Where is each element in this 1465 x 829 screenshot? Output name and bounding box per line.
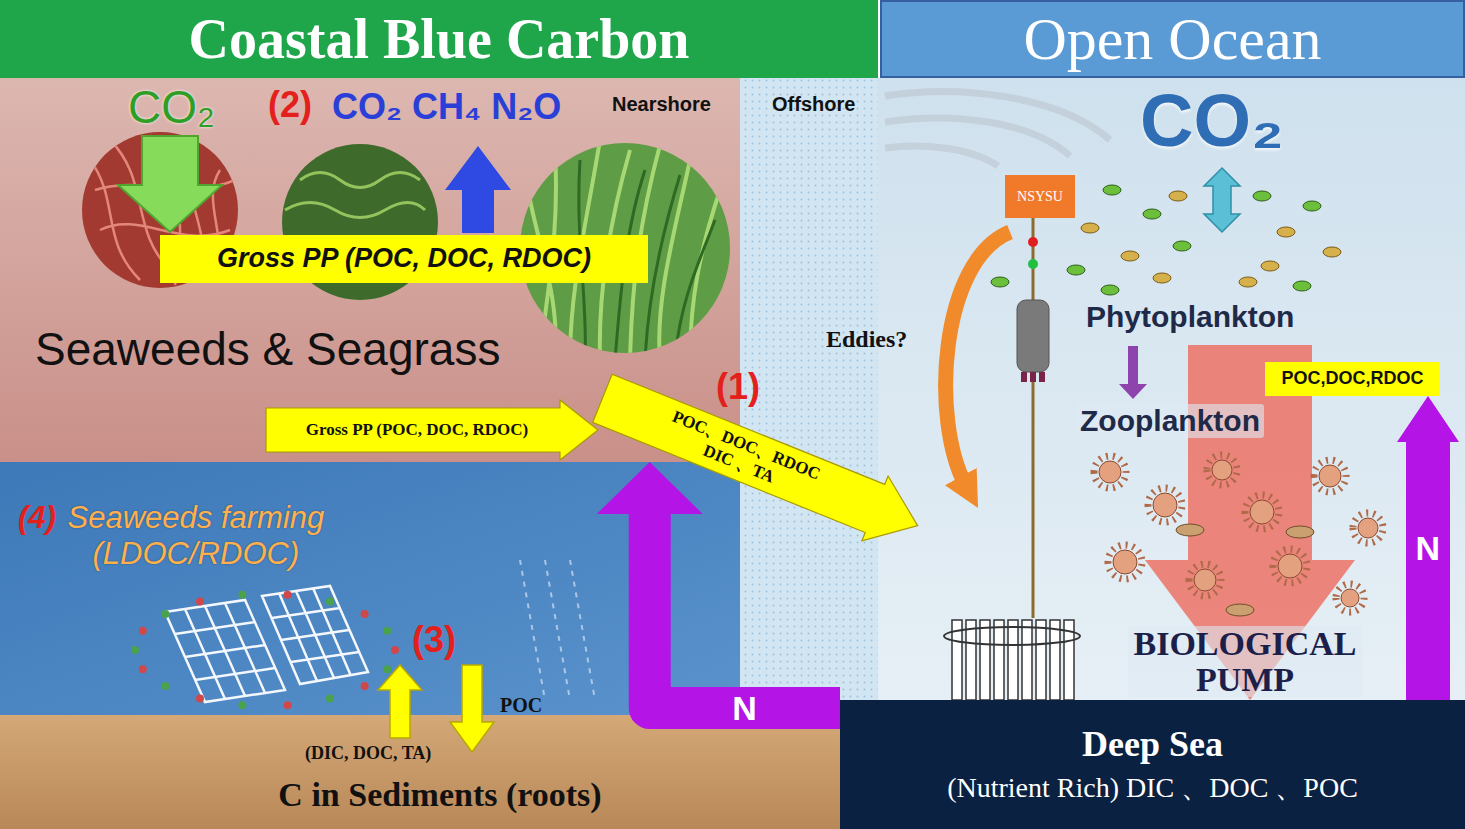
mooring-line xyxy=(1032,218,1035,618)
label-holder: BIOLOGICAL PUMP xyxy=(1128,626,1362,697)
header-band: Open Ocean xyxy=(880,0,1465,78)
arrow-head xyxy=(1397,396,1459,442)
flux-box: Gross PP (POC, DOC, RDOC) xyxy=(160,235,648,283)
process-label: Eddies? xyxy=(826,326,907,353)
process-label: BIOLOGICAL PUMP xyxy=(1128,626,1362,697)
label-holder: Offshore xyxy=(772,93,855,116)
deep-sea-box: Deep Sea (Nutrient Rich) DIC 、DOC 、POC xyxy=(840,700,1465,829)
flux-arrow-up xyxy=(378,665,422,738)
header-title: Open Ocean xyxy=(1023,9,1321,69)
label-holder: (3) xyxy=(412,619,456,661)
label-holder: Eddies? xyxy=(826,326,907,353)
gas-label: CO₂ xyxy=(1140,78,1284,163)
sediment-band: C in Sediments (roots) xyxy=(0,715,840,829)
flux-box: POC,DOC,RDOC xyxy=(1265,362,1440,396)
flux-label: (DIC, DOC, TA) xyxy=(305,743,431,764)
eddy-arrow xyxy=(946,232,1010,486)
ocean-panel xyxy=(878,78,1465,700)
farming-region: (4) Seaweeds farming (LDOC/RDOC) xyxy=(0,462,740,715)
swirl xyxy=(885,92,1110,166)
exchange-arrow xyxy=(1204,168,1240,232)
organism-label: Zooplankton xyxy=(1076,404,1264,438)
label-holder: POC xyxy=(500,694,542,717)
arrow-shaft xyxy=(650,513,840,708)
edge-label: N xyxy=(728,690,761,727)
flux-arrow: Gross PP (POC, DOC, RDOC) xyxy=(266,400,598,460)
zone-label: Nearshore xyxy=(612,93,711,116)
zooplankton xyxy=(1099,460,1378,607)
buoy-body xyxy=(1017,300,1049,372)
flux-text: Gross PP (POC, DOC, RDOC) xyxy=(306,420,529,440)
callout-number: (4) xyxy=(18,500,56,536)
header-band: Coastal Blue Carbon xyxy=(0,0,878,78)
sediment-trap xyxy=(952,620,1074,700)
label-holder: CO₂ CH₄ N₂O xyxy=(332,86,561,128)
arrow-head xyxy=(597,462,703,514)
buoy-light xyxy=(1028,259,1038,269)
flux-text: Gross PP (POC, DOC, RDOC) xyxy=(217,244,591,274)
seaweed-raft xyxy=(165,600,285,702)
seaweed-raft xyxy=(262,586,368,684)
gas-label: CO₂ xyxy=(128,80,215,134)
label-holder: Zooplankton xyxy=(1076,404,1264,438)
box-body: (Nutrient Rich) DIC 、DOC 、POC xyxy=(947,771,1358,805)
buoy-light xyxy=(1028,237,1038,247)
buoy-feet xyxy=(1021,372,1045,382)
trap-ring xyxy=(944,627,1080,645)
header-title: Coastal Blue Carbon xyxy=(189,11,690,67)
flux-label: POC xyxy=(500,694,542,717)
gas-label: CO₂ CH₄ N₂O xyxy=(332,86,561,128)
label-holder: N xyxy=(1412,530,1445,567)
label-holder: Nearshore xyxy=(612,93,711,116)
arrow-shaft xyxy=(1406,441,1450,700)
zone-label: Offshore xyxy=(772,93,855,116)
copepods xyxy=(1176,524,1314,616)
grazing-arrow xyxy=(1119,346,1147,399)
callout-number: (2) xyxy=(268,84,312,126)
label-holder: Seaweeds & Seagrass xyxy=(35,322,500,376)
nutrient-arrow xyxy=(1397,396,1459,700)
flux-text: POC,DOC,RDOC xyxy=(1281,369,1423,389)
box-title: Deep Sea xyxy=(1082,725,1223,765)
label-holder: (DIC, DOC, TA) xyxy=(305,743,431,764)
phytoplankton xyxy=(1081,191,1341,287)
offshore-strip xyxy=(740,78,878,715)
region-title: Seaweeds farming (LDOC/RDOC) xyxy=(66,500,326,571)
organism-label: Phytoplankton xyxy=(1086,300,1294,334)
edge-label: N xyxy=(1412,530,1445,567)
label-holder: (2) xyxy=(268,84,312,126)
uptake-arrow xyxy=(118,136,222,232)
zooplankton-spines xyxy=(1094,455,1383,612)
label-holder: (1) xyxy=(716,366,760,408)
flag-text: NSYSU xyxy=(1017,190,1063,204)
arrow-outline xyxy=(589,366,930,558)
label-holder: N xyxy=(728,690,761,727)
region-title: C in Sediments (roots) xyxy=(278,776,601,813)
arrow-outline xyxy=(266,400,598,460)
farm-lines xyxy=(520,560,595,700)
label-holder: Phytoplankton xyxy=(1086,300,1294,334)
habitat-label: Seaweeds & Seagrass xyxy=(35,322,500,376)
callout-number: (3) xyxy=(412,619,456,661)
buoy-flag: NSYSU xyxy=(1005,175,1075,218)
export-arrow: POC、DOC、RDOC DIC 、TA xyxy=(589,366,930,558)
label-holder: CO₂ xyxy=(1140,78,1284,163)
callout-number: (1) xyxy=(716,366,760,408)
flux-arrow-down xyxy=(450,665,494,752)
label-holder: CO₂ xyxy=(128,80,215,134)
sediment-ground xyxy=(0,715,840,829)
raft-buoys xyxy=(139,591,399,709)
raft-buoys xyxy=(131,591,391,709)
emission-arrow xyxy=(445,146,511,233)
